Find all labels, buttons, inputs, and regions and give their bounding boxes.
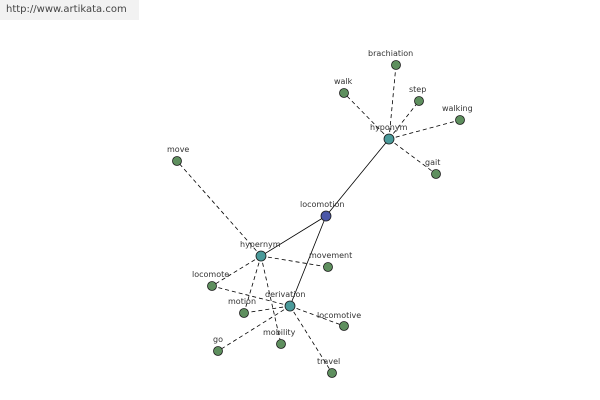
node-go[interactable] [213, 346, 223, 356]
node-walk[interactable] [339, 88, 349, 98]
node-walking[interactable] [455, 115, 465, 125]
edge-hyponym-gait [388, 138, 437, 175]
label-mobility: mobility [263, 328, 296, 337]
edge-hypernym-movement [260, 255, 329, 268]
edge-locomotion-hyponym [325, 138, 390, 217]
node-movement[interactable] [323, 262, 333, 272]
node-move[interactable] [172, 156, 182, 166]
label-brachiation: brachiation [368, 49, 413, 58]
source-url-banner[interactable]: http://www.artikata.com [0, 0, 139, 20]
label-step: step [409, 85, 426, 94]
graph-nodes [172, 60, 465, 378]
node-brachiation[interactable] [391, 60, 401, 70]
label-derivation: derivation [265, 290, 305, 299]
label-locomote: locomote [192, 270, 229, 279]
node-mobility[interactable] [276, 339, 286, 349]
label-motion: motion [228, 297, 256, 306]
edge-derivation-motion [243, 305, 291, 314]
label-gait: gait [425, 158, 440, 167]
edge-hyponym-walk [343, 92, 390, 140]
edge-hypernym-locomote [211, 255, 262, 287]
label-walk: walk [334, 77, 353, 86]
node-locomotive[interactable] [339, 321, 349, 331]
node-step[interactable] [414, 96, 424, 106]
edge-hyponym-brachiation [388, 64, 397, 140]
edge-hyponym-walking [388, 119, 461, 140]
node-derivation-relation[interactable] [284, 300, 296, 312]
label-go: go [213, 335, 223, 344]
label-travel: travel [317, 357, 340, 366]
node-hyponym-relation[interactable] [383, 133, 395, 145]
label-locomotion: locomotion [300, 200, 344, 209]
node-travel[interactable] [327, 368, 337, 378]
edge-derivation-locomotive [289, 305, 345, 327]
node-motion[interactable] [239, 308, 249, 318]
edge-hypernym-move [176, 160, 262, 257]
label-movement: movement [309, 251, 352, 260]
edge-hyponym-step [388, 100, 420, 140]
edge-locomotion-derivation [289, 215, 327, 307]
label-hypernym: hypernym [240, 240, 281, 249]
label-hyponym: hyponym [370, 123, 408, 132]
node-hypernym-relation[interactable] [255, 250, 267, 262]
edge-derivation-go [217, 305, 291, 352]
label-locomotive: locomotive [317, 311, 361, 320]
node-locomote[interactable] [207, 281, 217, 291]
edge-locomotion-hypernym [260, 215, 327, 257]
edge-hypernym-motion [243, 255, 262, 314]
edge-hypernym-mobility [260, 255, 282, 345]
graph-labels: locomotion hyponym brachiation walk step walk… [167, 49, 473, 366]
node-locomotion-center[interactable] [320, 210, 332, 222]
node-gait[interactable] [431, 169, 441, 179]
label-move: move [167, 145, 189, 154]
label-walking: walking [442, 104, 473, 113]
edge-derivation-travel [289, 305, 333, 374]
graph-edges [176, 64, 461, 374]
